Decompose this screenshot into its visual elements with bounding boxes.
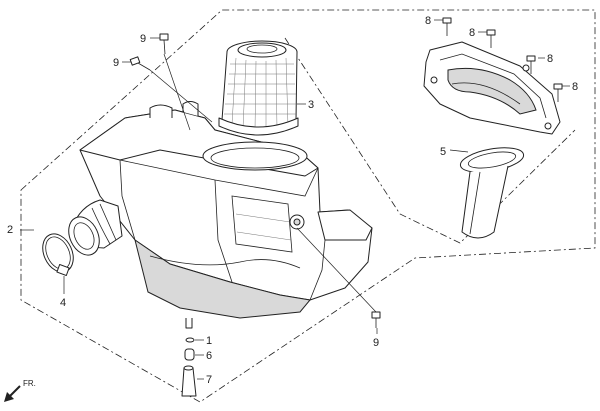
- callout-5: 5: [440, 146, 446, 158]
- drain-plug-1: [185, 337, 195, 343]
- subassembly-boundary: [284, 37, 576, 244]
- callout-1: 1: [206, 335, 212, 347]
- intake-boot: [68, 199, 123, 256]
- front-direction-label: FR.: [23, 379, 36, 388]
- bolt-8c: [526, 55, 536, 74]
- bolt-9b: [129, 56, 151, 71]
- callout-9b: 9: [113, 57, 119, 69]
- hose-clamp: [42, 233, 74, 276]
- bolt-9c: [371, 311, 381, 328]
- bolt-9a: [159, 33, 169, 55]
- callout-6: 6: [206, 350, 212, 362]
- plug-6: [184, 348, 195, 361]
- air-filter-element: [218, 40, 299, 136]
- front-direction-arrow-icon: [4, 385, 21, 402]
- callout-3: 3: [308, 99, 314, 111]
- callout-4: 4: [60, 297, 66, 309]
- leader-lines: [20, 19, 570, 380]
- callout-9c: 9: [373, 337, 379, 349]
- callout-8c: 8: [547, 53, 553, 65]
- air-box-cover: [423, 41, 561, 135]
- bolt-8b: [486, 29, 496, 48]
- air-box-housing: [79, 101, 373, 329]
- callout-8b: 8: [469, 27, 475, 39]
- callout-8a: 8: [425, 15, 431, 27]
- callout-9a: 9: [140, 33, 146, 45]
- air-duct: [459, 147, 525, 239]
- assembly-boundary: [20, 9, 596, 403]
- callout-2: 2: [7, 224, 13, 236]
- callout-8d: 8: [572, 81, 578, 93]
- bolt-8d: [553, 83, 563, 102]
- bolt-8a: [442, 17, 452, 36]
- callout-7: 7: [206, 374, 212, 386]
- tube-7: [181, 365, 197, 397]
